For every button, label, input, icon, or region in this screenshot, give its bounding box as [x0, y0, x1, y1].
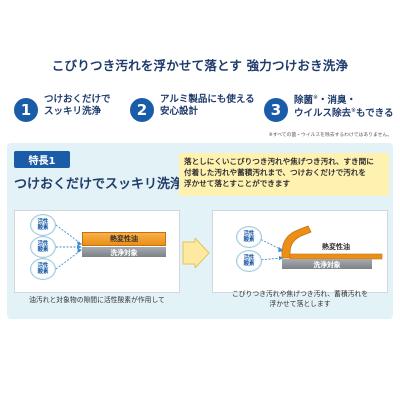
feature-3: 3 除菌※・消臭・ ウイルス除去※もできる [264, 94, 393, 122]
caption-before: 油汚れと対象物の隙間に活性酸素が作用して [29, 296, 165, 304]
footnote: ※すべての菌・ウイルスを除去するわけではありません。 [268, 133, 392, 138]
feature-1-text: つけおくだけで スッキリ洗浄 [44, 94, 111, 118]
caption-after: こびりつき汚れや焦げつき汚れ、蓄積汚れを 浮かせて落とします [231, 290, 369, 308]
feature-1-line2: スッキリ洗浄 [44, 105, 102, 117]
description-box: 落としにくいこびりつき汚れや焦げつき汚れ、すき間に 付着した汚れや蓄積汚れまで、… [179, 153, 389, 196]
active-oxygen-bubble: 活性 酸素 [236, 226, 262, 248]
note-mark: ※ [313, 94, 319, 101]
feature-3-line2a: ウイルス除去 [294, 108, 352, 120]
feature-2-line1: アルミ製品にも使える [160, 94, 255, 105]
target-layer: 洗浄対象 [282, 259, 372, 269]
feature-3-line1: 除菌※・消臭・ [294, 94, 393, 107]
feature-1-line1: つけおくだけで [44, 94, 111, 105]
feature-2: 2 アルミ製品にも使える 安心設計 [130, 94, 255, 122]
arrows-before [55, 224, 82, 270]
feature-3-line1b: ・消臭・ [318, 95, 357, 107]
feature-3-line1a: 除菌 [294, 95, 314, 107]
feature-3-line2b: もできる [356, 108, 394, 120]
lifted-oil-layer [281, 225, 312, 259]
panel-title: つけおくだけでスッキリ洗浄 [14, 177, 184, 192]
active-oxygen-bubble: 活性 酸素 [30, 236, 56, 258]
page-headline: こびりつき汚れを浮かせて落とす 強力つけおき洗浄 [51, 58, 349, 73]
feature-1: 1 つけおくだけで スッキリ洗浄 [14, 94, 111, 122]
active-oxygen-bubble: 活性 酸素 [30, 258, 56, 280]
active-oxygen-bubble: 活性 酸素 [30, 214, 56, 236]
target-layer: 洗浄対象 [82, 247, 166, 257]
feature-2-line2: 安心設計 [160, 105, 199, 117]
oil-layer: 熱変性油 [82, 232, 166, 246]
feature-number-2: 2 [130, 98, 154, 122]
active-oxygen-bubble: 活性 酸素 [236, 250, 262, 272]
feature-2-text: アルミ製品にも使える 安心設計 [160, 94, 255, 118]
feature-number-3: 3 [264, 98, 288, 122]
feature-number-1: 1 [14, 98, 38, 122]
diagram-after [212, 210, 388, 293]
feature-3-text: 除菌※・消臭・ ウイルス除去※もできる [294, 94, 393, 120]
feature-badge: 特長1 [14, 151, 70, 168]
oil-label: 熱変性油 [322, 243, 350, 251]
note-mark: ※ [351, 107, 357, 115]
arrows-after [257, 225, 383, 261]
feature-3-line2: ウイルス除去※もできる [294, 107, 393, 120]
right-arrow-icon [182, 238, 210, 268]
